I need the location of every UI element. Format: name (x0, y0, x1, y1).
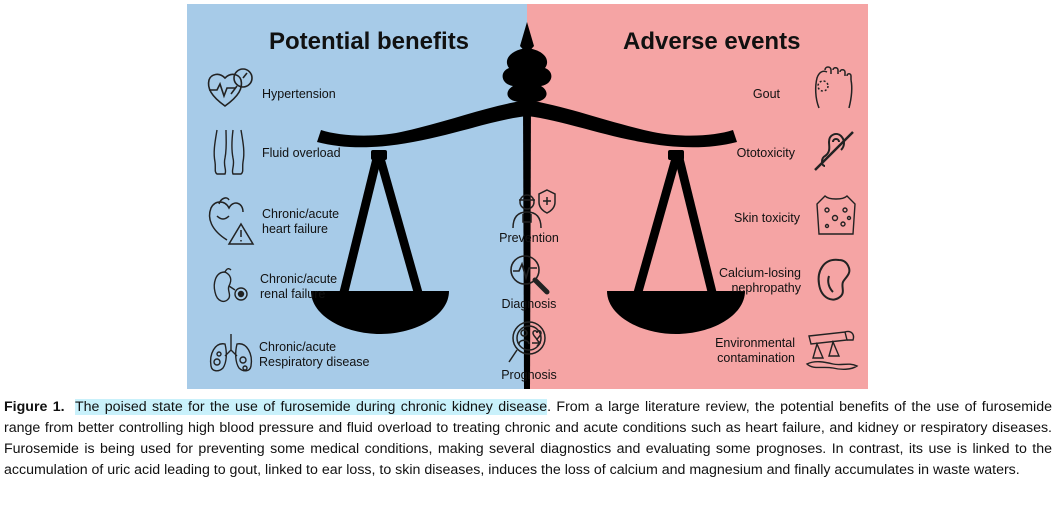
balance-scale-graphic (187, 4, 868, 389)
foot-icon (814, 66, 853, 109)
caption-body: . From a large literature review, the po… (4, 399, 1052, 478)
skin-rash-icon (816, 195, 856, 235)
benefits-heading: Potential benefits (269, 28, 470, 55)
benefit-label-hypertension: Hypertension (262, 87, 336, 101)
adverse-heading: Adverse events (623, 28, 801, 55)
benefit-label-fluid-overload: Fluid overload (262, 146, 341, 160)
scale (311, 22, 745, 389)
kidney-icon (213, 268, 248, 303)
adverse-label-skin-toxicity: Skin toxicity (734, 211, 800, 225)
heart-pressure-icon (207, 68, 253, 107)
benefit-label-respiratory: Chronic/acute Respiratory disease (259, 340, 370, 369)
kidney-icon (817, 258, 851, 301)
prognosis-icon (508, 321, 546, 363)
benefit-label-renal-failure: Chronic/acute renal failure (260, 272, 338, 301)
figure-caption: Figure 1. The poised state for the use o… (4, 397, 1052, 481)
magnifier-pulse-icon (510, 255, 550, 295)
figure-panel: Potential benefits Adverse events Hypert… (187, 4, 868, 389)
ear-crossed-icon (814, 131, 854, 171)
adverse-label-ototoxicity: Ototoxicity (736, 146, 795, 160)
lungs-icon (209, 334, 253, 372)
center-label-prognosis: Prognosis (501, 368, 557, 382)
caption-highlighted-title: The poised state for the use of furosemi… (75, 399, 548, 415)
adverse-label-environmental: Environmental contamination (715, 336, 795, 365)
doctor-shield-icon (512, 189, 556, 229)
swollen-legs-icon (213, 129, 245, 175)
center-label-diagnosis: Diagnosis (501, 297, 557, 311)
adverse-label-gout: Gout (752, 87, 780, 101)
pipe-spill-icon (805, 330, 859, 371)
benefit-label-heart-failure: Chronic/acute heart failure (262, 207, 340, 236)
center-label-prevention: Prevention (499, 231, 559, 245)
caption-figure-label: Figure 1. (4, 399, 65, 415)
adverse-label-calcium-losing: Calcium-losing nephropathy (719, 266, 801, 295)
heart-warning-icon (208, 197, 255, 245)
